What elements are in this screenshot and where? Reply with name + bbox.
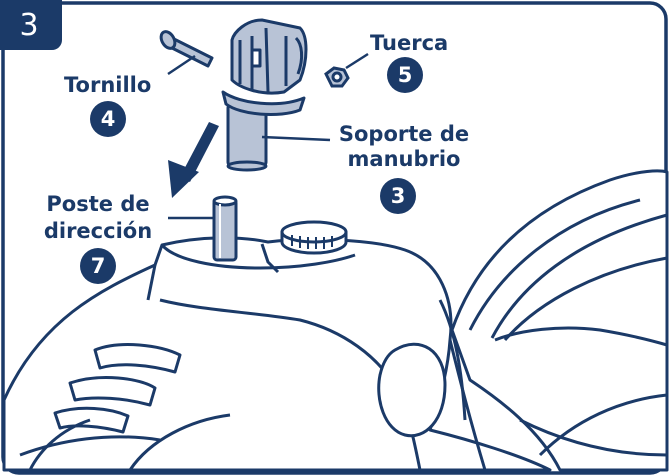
label-poste-line2: dirección: [43, 219, 153, 243]
callout-number-3: 3: [380, 178, 416, 214]
vent-2: [68, 376, 157, 407]
label-soporte-line2: manubrio: [347, 147, 461, 171]
vent-3: [53, 406, 130, 434]
leader-lines: [167, 52, 369, 220]
vehicle-body: [2, 236, 552, 472]
bolt: [159, 30, 214, 68]
callout-number-5: 5: [387, 57, 423, 93]
vent-1: [93, 343, 182, 374]
label-tuerca: Tuerca: [370, 31, 449, 55]
down-arrow-icon: [168, 122, 219, 198]
callout-number-7: 7: [80, 248, 116, 284]
steering-post: [212, 195, 238, 262]
label-soporte-line1: Soporte de: [338, 122, 470, 146]
handlebar-support: [221, 18, 308, 172]
fuel-cap: [280, 220, 348, 255]
nut: [324, 66, 350, 88]
step-number-badge: 3: [0, 0, 62, 50]
label-tornillo: Tornillo: [64, 73, 152, 97]
vehicle-seat: [450, 169, 669, 472]
callout-number-4: 4: [90, 101, 126, 137]
label-poste-line1: Poste de: [46, 192, 150, 216]
